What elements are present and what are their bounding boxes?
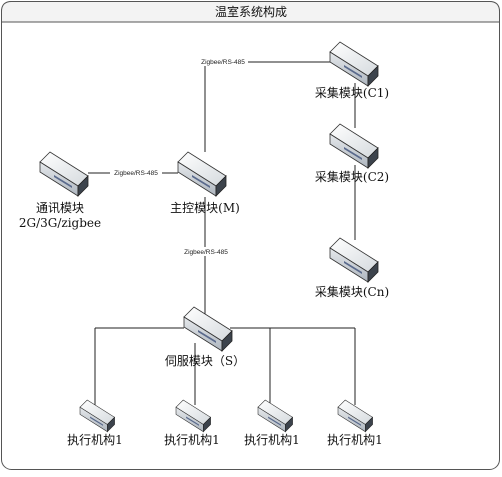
node-c1-label: 采集模块(C1)	[315, 85, 389, 100]
diagram-frame	[1, 1, 500, 470]
node-c2-label: 采集模块(C2)	[315, 169, 389, 184]
node-a2-label: 执行机构1	[164, 432, 220, 447]
node-comm: 通讯模块 2G/3G/zigbee	[19, 151, 101, 230]
node-a3-label: 执行机构1	[244, 432, 300, 447]
node-a2: 执行机构1	[164, 399, 220, 447]
node-master-label: 主控模块(M)	[170, 201, 240, 215]
edge-label-master-servo: Zigbee/RS-485	[184, 249, 228, 256]
diagram-title: 温室系统构成	[215, 4, 287, 19]
node-servo: 伺服模块（S）	[165, 306, 245, 368]
title-bar	[1, 1, 500, 23]
node-a1: 执行机构1	[67, 399, 123, 447]
node-c2: 采集模块(C2)	[315, 123, 389, 184]
node-comm-label-1: 通讯模块	[36, 201, 84, 215]
node-master: 主控模块(M)	[170, 151, 240, 215]
edge-label-master-collect: Zigbee/RS-485	[201, 59, 245, 66]
node-a1-label: 执行机构1	[67, 432, 123, 447]
edge-label-comm-master: Zigbee/RS-485	[114, 170, 158, 177]
node-servo-label: 伺服模块（S）	[165, 354, 245, 368]
node-cn-label: 采集模块(Cn)	[315, 284, 389, 299]
node-cn: 采集模块(Cn)	[315, 237, 389, 299]
node-a3: 执行机构1	[244, 399, 300, 447]
edge-labels: Zigbee/RS-485 Zigbee/RS-485 Zigbee/RS-48…	[110, 57, 248, 256]
node-c1: 采集模块(C1)	[315, 41, 389, 100]
connections	[88, 61, 356, 405]
node-a4: 执行机构1	[327, 399, 383, 447]
node-a4-label: 执行机构1	[327, 432, 383, 447]
node-comm-label-2: 2G/3G/zigbee	[19, 216, 101, 230]
